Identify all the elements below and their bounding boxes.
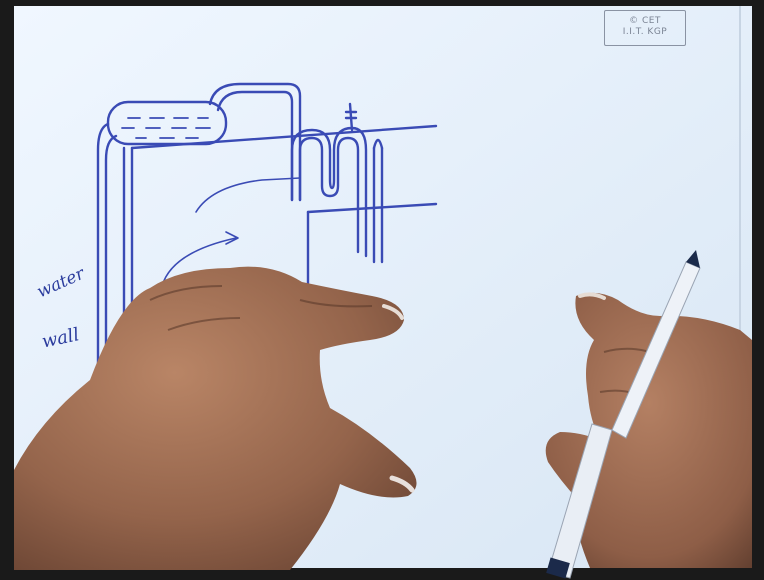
furnace-roof	[130, 124, 438, 150]
superheater-coil	[298, 136, 360, 254]
steam-pipe	[208, 82, 302, 202]
pen	[546, 250, 701, 579]
boiler-diagram	[96, 82, 438, 439]
watermark-badge: © CET I.I.T. KGP	[604, 10, 686, 46]
gas-duct-line	[306, 202, 438, 214]
downcomer-outer	[96, 122, 110, 422]
left-hand	[14, 266, 417, 570]
gas-flow-arrow	[195, 177, 301, 213]
watermark-line-1: © CET	[629, 16, 661, 26]
watermark-line-2: I.I.T. KGP	[622, 27, 668, 37]
flame-arrow	[161, 237, 237, 287]
